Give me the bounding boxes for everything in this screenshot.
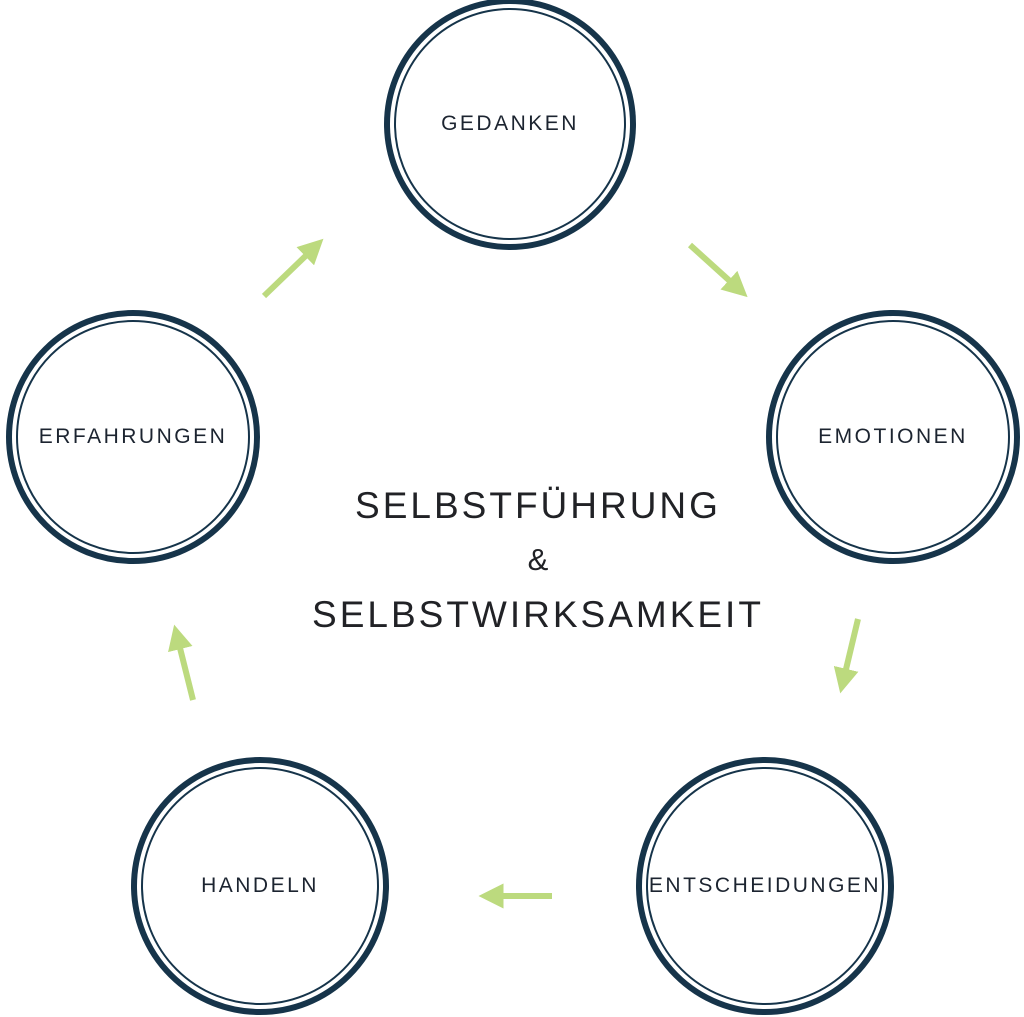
node-gedanken: GEDANKEN	[384, 0, 636, 250]
center-title-ampersand: &	[527, 542, 549, 577]
arrow-emotionen-entscheidungen	[833, 618, 861, 694]
arrow-handeln-erfahrungen	[168, 624, 196, 701]
node-entscheidungen: ENTSCHEIDUNGEN	[636, 757, 894, 1015]
node-handeln: HANDELN	[131, 757, 389, 1015]
center-title: SELBSTFÜHRUNG & SELBSTWIRKSAMKEIT	[288, 487, 788, 633]
center-title-line1: SELBSTFÜHRUNG	[355, 485, 721, 526]
node-handeln-label: HANDELN	[201, 874, 319, 897]
node-entscheidungen-label: ENTSCHEIDUNGEN	[648, 874, 882, 897]
node-emotionen: EMOTIONEN	[766, 310, 1020, 564]
node-emotionen-label: EMOTIONEN	[818, 425, 968, 448]
node-erfahrungen: ERFAHRUNGEN	[6, 310, 260, 564]
node-erfahrungen-label: ERFAHRUNGEN	[38, 425, 228, 448]
center-title-line2: SELBSTWIRKSAMKEIT	[312, 594, 764, 635]
arrow-erfahrungen-gedanken	[261, 238, 324, 299]
node-gedanken-label: GEDANKEN	[441, 112, 579, 135]
arrow-gedanken-emotionen	[687, 242, 748, 298]
